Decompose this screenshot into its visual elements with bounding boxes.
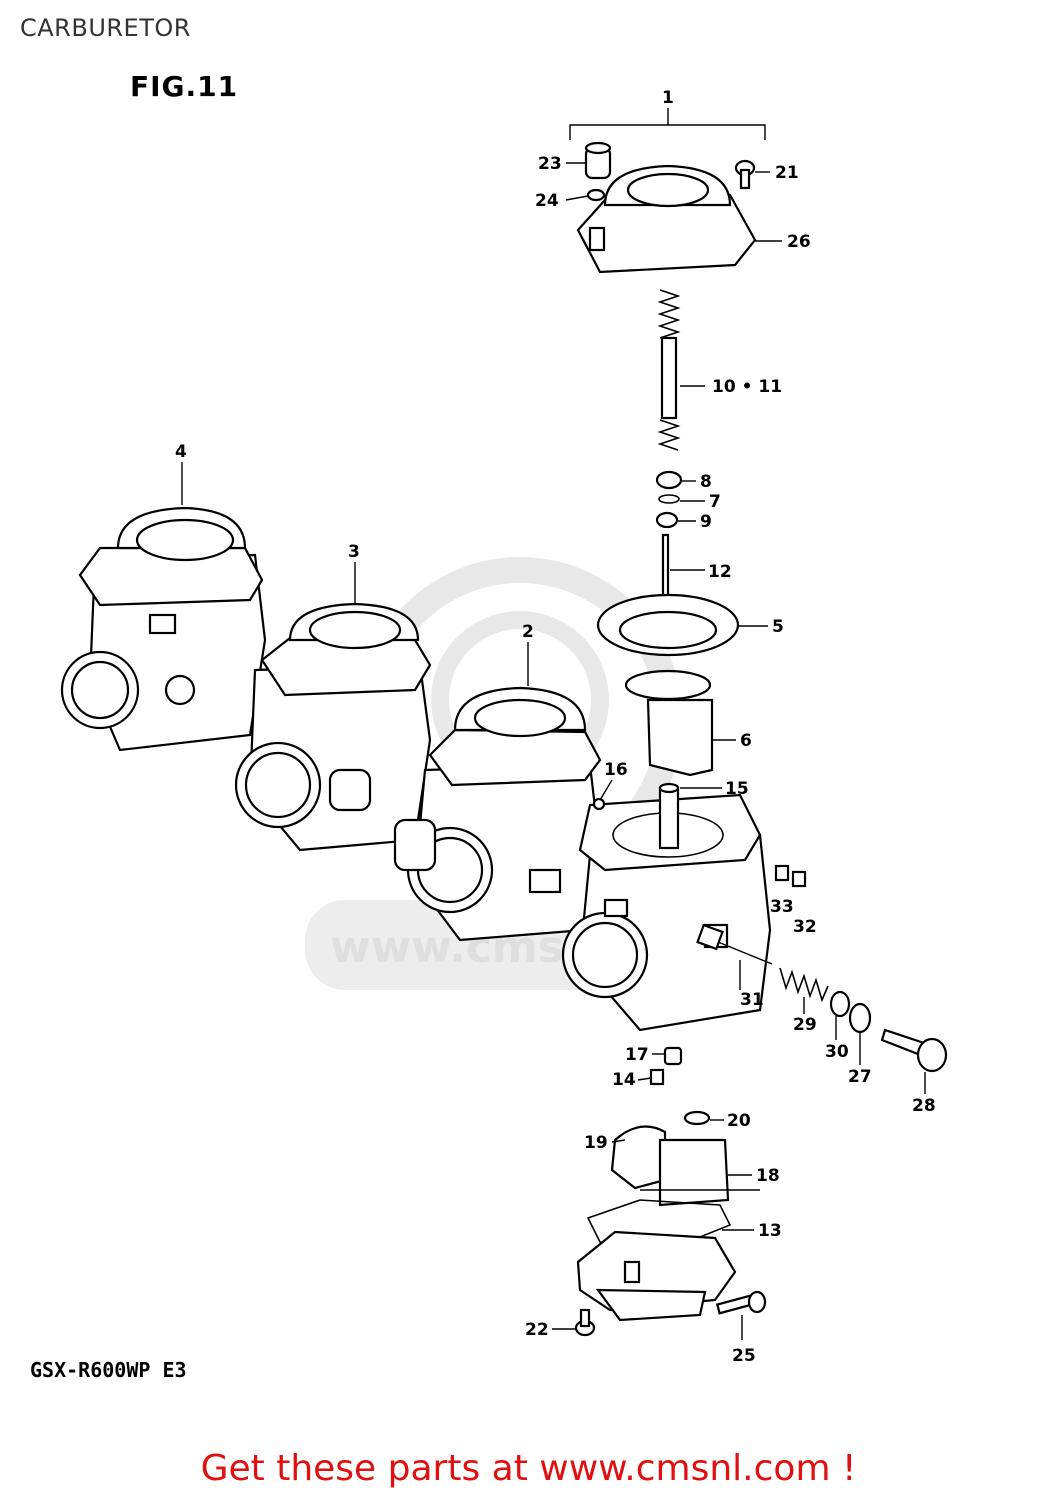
washer-8 bbox=[655, 470, 683, 490]
callout-33: 33 bbox=[770, 897, 794, 917]
o-ring-27 bbox=[848, 1002, 872, 1034]
washer-30 bbox=[829, 990, 851, 1018]
figure-label: FIG.11 bbox=[130, 70, 239, 103]
page-title: CARBURETOR bbox=[20, 14, 191, 42]
callout-7: 7 bbox=[709, 492, 721, 512]
leader-lines bbox=[181, 108, 926, 1340]
callout-21: 21 bbox=[775, 163, 799, 183]
o-ring-16 bbox=[592, 797, 606, 811]
callout-31: 31 bbox=[740, 990, 764, 1010]
callout-15: 15 bbox=[725, 779, 749, 799]
callout-5: 5 bbox=[772, 617, 784, 637]
float-19 bbox=[610, 1125, 667, 1190]
callout-18: 18 bbox=[756, 1166, 780, 1186]
screw-21 bbox=[734, 159, 756, 190]
callout-26: 26 bbox=[787, 232, 811, 252]
callout-20: 20 bbox=[727, 1111, 751, 1131]
gasket-13 bbox=[586, 1199, 732, 1246]
spring-10-11 bbox=[657, 289, 681, 451]
clip-7 bbox=[658, 494, 680, 504]
callout-2: 2 bbox=[522, 622, 534, 642]
callout-29: 29 bbox=[793, 1015, 817, 1035]
callout-22: 22 bbox=[525, 1320, 549, 1340]
callout-25: 25 bbox=[732, 1346, 756, 1366]
callouts: 1 2 3 4 5 6 7 8 9 10 • 11 12 13 14 15 16… bbox=[175, 88, 936, 1366]
cta-banner[interactable]: Get these parts at www.cmsnl.com ! bbox=[0, 1448, 1057, 1489]
callout-19: 19 bbox=[584, 1133, 608, 1153]
adjuster-28 bbox=[880, 1028, 948, 1073]
screw-25 bbox=[715, 1290, 767, 1315]
callout-4: 4 bbox=[175, 442, 187, 462]
callout-16: 16 bbox=[604, 760, 628, 780]
callout-24: 24 bbox=[535, 191, 559, 211]
callout-14: 14 bbox=[612, 1070, 636, 1090]
float-18 bbox=[640, 1138, 760, 1207]
callout-27: 27 bbox=[848, 1067, 872, 1087]
cta-link[interactable]: Get these parts at www.cmsnl.com ! bbox=[200, 1448, 857, 1489]
carburetor-body-front bbox=[561, 793, 772, 1032]
o-ring-24 bbox=[586, 188, 606, 202]
spring-29 bbox=[779, 967, 829, 1003]
piston-6 bbox=[624, 669, 714, 777]
carburetor-3 bbox=[234, 602, 432, 852]
callout-10-11: 10 • 11 bbox=[712, 377, 782, 397]
cap-23 bbox=[584, 141, 612, 180]
callout-32: 32 bbox=[793, 917, 817, 937]
callout-12: 12 bbox=[708, 562, 732, 582]
needle-jet-15 bbox=[658, 782, 680, 850]
carburetor-4 bbox=[60, 506, 267, 752]
screw-33 bbox=[774, 864, 790, 882]
callout-9: 9 bbox=[700, 512, 712, 532]
callout-28: 28 bbox=[912, 1096, 936, 1116]
top-cap-26 bbox=[576, 164, 757, 274]
float-bowl bbox=[576, 1230, 737, 1322]
main-jet-17 bbox=[663, 1046, 683, 1066]
screw-22 bbox=[574, 1308, 596, 1337]
pilot-screw-31 bbox=[696, 923, 773, 965]
callout-8: 8 bbox=[700, 472, 712, 492]
callout-30: 30 bbox=[825, 1042, 849, 1062]
callout-23: 23 bbox=[538, 154, 562, 174]
jet-14 bbox=[649, 1068, 665, 1086]
callout-1: 1 bbox=[662, 88, 674, 108]
screw-32 bbox=[791, 870, 807, 888]
callout-6: 6 bbox=[740, 731, 752, 751]
callout-13: 13 bbox=[758, 1221, 782, 1241]
callout-17: 17 bbox=[625, 1045, 649, 1065]
diaphragm-5 bbox=[596, 593, 740, 657]
washer-9 bbox=[655, 511, 679, 529]
callout-3: 3 bbox=[348, 542, 360, 562]
carburetor-2 bbox=[393, 686, 602, 942]
model-code: GSX-R600WP E3 bbox=[30, 1358, 187, 1382]
o-ring-20 bbox=[683, 1110, 711, 1126]
